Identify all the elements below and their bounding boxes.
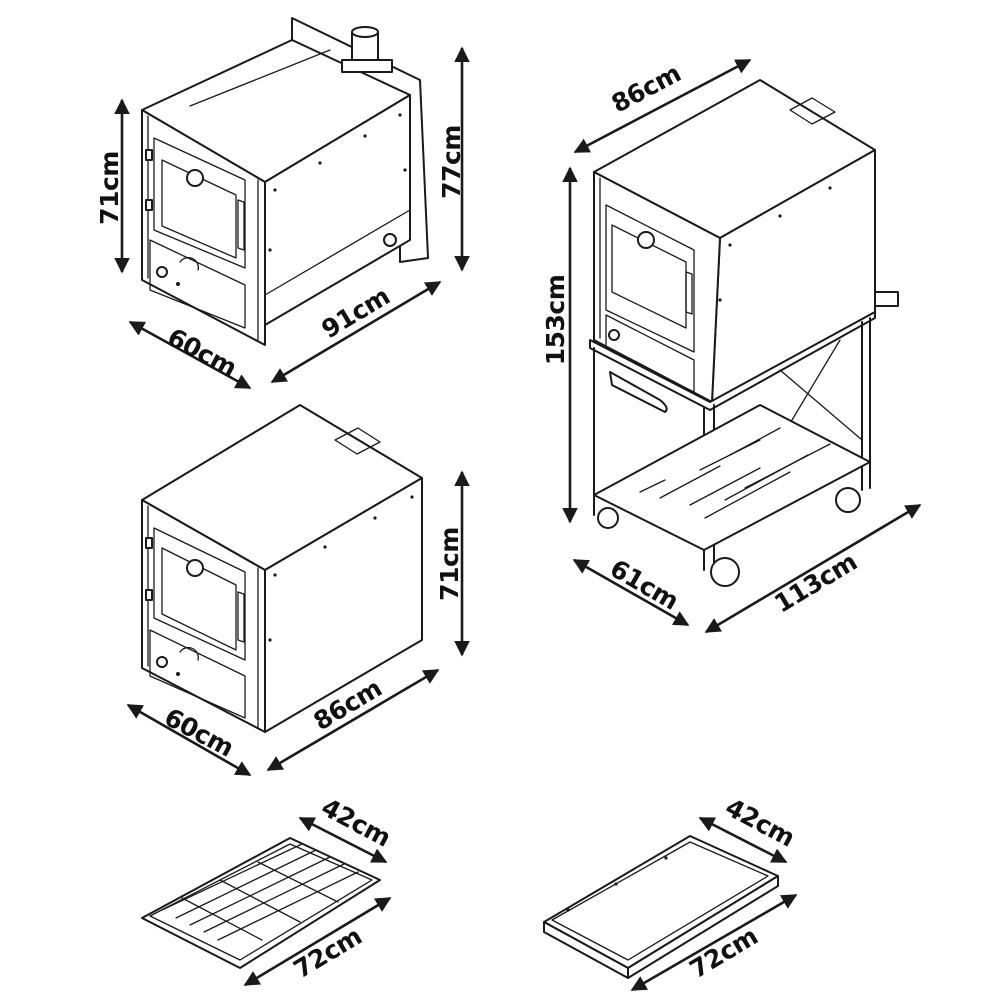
dimension-oven-with-chimney (114, 46, 470, 390)
label-stand-width: 61cm (605, 554, 683, 616)
label-oven-chimney-total-height: 77cm (437, 125, 466, 199)
dimension-grill-rack (243, 816, 392, 987)
oven-on-stand (589, 79, 899, 587)
label-stand-depth: 86cm (607, 58, 686, 118)
dimension-baking-tray (630, 816, 798, 992)
chimney (341, 26, 393, 73)
oven-standalone (141, 404, 423, 733)
label-oven-chimney-depth: 91cm (317, 281, 395, 344)
label-stand-height: 153cm (541, 275, 570, 366)
label-stand-length: 113cm (769, 547, 862, 619)
label-oven-chimney-height: 71cm (95, 151, 124, 225)
label-tray-width: 42cm (721, 792, 800, 852)
label-standalone-height: 71cm (435, 527, 464, 601)
oven-with-chimney (141, 17, 429, 346)
dimension-oven-on-stand (562, 58, 922, 634)
dimension-oven-standalone (126, 470, 470, 777)
label-grill-width: 42cm (317, 792, 396, 852)
label-oven-chimney-width: 60cm (163, 322, 242, 382)
